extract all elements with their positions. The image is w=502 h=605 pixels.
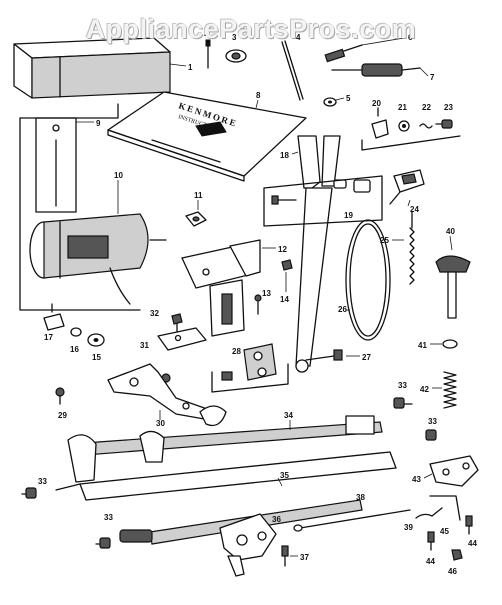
part-19-bolt-assembly[interactable] bbox=[263, 175, 383, 227]
callout-37: 37 bbox=[300, 553, 309, 562]
part-32-screw[interactable] bbox=[171, 313, 183, 333]
part-26-belt[interactable] bbox=[345, 219, 391, 341]
part-41-washer[interactable] bbox=[442, 339, 458, 349]
part-34-upper-shaft[interactable] bbox=[67, 415, 383, 483]
callout-5: 5 bbox=[346, 94, 351, 103]
part-18-lever[interactable] bbox=[295, 135, 341, 373]
callout-9: 9 bbox=[96, 119, 101, 128]
callout-32: 32 bbox=[150, 309, 159, 318]
callout-3: 3 bbox=[232, 33, 237, 42]
part-42-spring[interactable] bbox=[443, 371, 457, 409]
part-5-washer[interactable] bbox=[323, 97, 337, 107]
callout-23: 23 bbox=[444, 103, 453, 112]
part-17-clamp[interactable] bbox=[43, 303, 65, 331]
callout-38: 38 bbox=[356, 493, 365, 502]
callout-1: 1 bbox=[188, 63, 193, 72]
callout-20: 20 bbox=[372, 99, 381, 108]
part-8-instruction-manual[interactable]: KENMORE INSTRUCTIONS bbox=[107, 91, 307, 182]
part-21-washer[interactable] bbox=[398, 120, 410, 132]
callout-13: 13 bbox=[262, 289, 271, 298]
callout-2: 2 bbox=[204, 29, 209, 38]
part-29-screw[interactable] bbox=[55, 373, 171, 405]
callout-43: 43 bbox=[412, 475, 421, 484]
part-37-screw[interactable] bbox=[281, 545, 289, 567]
part-3-bobbin[interactable] bbox=[225, 49, 247, 63]
callout-17: 17 bbox=[44, 333, 53, 342]
part-4-rod[interactable] bbox=[281, 40, 304, 101]
callout-33b: 33 bbox=[428, 417, 437, 426]
callout-41: 41 bbox=[418, 341, 427, 350]
part-20-thread-guide[interactable] bbox=[371, 107, 389, 139]
callout-36: 36 bbox=[272, 515, 281, 524]
callout-28: 28 bbox=[232, 347, 241, 356]
callout-45: 45 bbox=[440, 527, 449, 536]
callout-19: 19 bbox=[344, 211, 353, 220]
part-25-spring[interactable] bbox=[409, 211, 415, 285]
part-36-hook-drive[interactable] bbox=[219, 513, 277, 577]
part-38-link-rod[interactable] bbox=[293, 509, 411, 532]
part-28-cam-block[interactable] bbox=[221, 343, 277, 381]
callout-44a: 44 bbox=[426, 557, 435, 566]
callout-30: 30 bbox=[156, 419, 165, 428]
callout-22: 22 bbox=[422, 103, 431, 112]
part-needle-bar-bracket[interactable] bbox=[209, 279, 245, 337]
callout-42: 42 bbox=[420, 385, 429, 394]
part-12-motor-bracket[interactable] bbox=[181, 239, 261, 289]
part-9-instruction-card[interactable] bbox=[35, 117, 77, 213]
callout-46: 46 bbox=[448, 567, 457, 576]
part-43-lever-plate[interactable] bbox=[429, 455, 479, 487]
part-16-washer[interactable] bbox=[70, 327, 82, 337]
callout-14: 14 bbox=[280, 295, 289, 304]
callout-35: 35 bbox=[280, 471, 289, 480]
part-44-screw[interactable] bbox=[427, 515, 473, 551]
callout-21: 21 bbox=[398, 103, 407, 112]
callout-31: 31 bbox=[140, 341, 149, 350]
callout-6: 6 bbox=[408, 33, 413, 42]
part-45-lever[interactable] bbox=[429, 495, 461, 521]
callout-26: 26 bbox=[338, 305, 347, 314]
callout-39: 39 bbox=[404, 523, 413, 532]
callout-10: 10 bbox=[114, 171, 123, 180]
part-27-bolt[interactable] bbox=[305, 349, 343, 361]
callout-4: 4 bbox=[296, 33, 301, 42]
callout-18: 18 bbox=[280, 151, 289, 160]
callout-11: 11 bbox=[194, 191, 203, 200]
callout-7: 7 bbox=[430, 73, 435, 82]
part-46-nut[interactable] bbox=[451, 549, 463, 561]
callout-33c: 33 bbox=[38, 477, 47, 486]
callout-33a: 33 bbox=[398, 381, 407, 390]
part-24-tension-release[interactable] bbox=[389, 169, 425, 205]
part-7-screwdriver[interactable] bbox=[331, 63, 421, 77]
part-1-carton[interactable] bbox=[13, 37, 171, 99]
callout-16: 16 bbox=[70, 345, 79, 354]
part-lower-frame-bar[interactable] bbox=[55, 451, 397, 501]
callout-33d: 33 bbox=[104, 513, 113, 522]
callout-8: 8 bbox=[256, 91, 261, 100]
part-31-bracket-plate[interactable] bbox=[157, 327, 207, 351]
callout-40: 40 bbox=[446, 227, 455, 236]
part-6-small-screwdriver[interactable] bbox=[324, 44, 363, 63]
callout-27: 27 bbox=[362, 353, 371, 362]
part-13-screw[interactable] bbox=[254, 294, 262, 315]
part-10-motor[interactable] bbox=[29, 213, 167, 305]
part-14-screw[interactable] bbox=[281, 259, 293, 271]
callout-12: 12 bbox=[278, 245, 287, 254]
part-33-screws[interactable] bbox=[21, 397, 437, 549]
callout-24: 24 bbox=[410, 205, 419, 214]
callout-44b: 44 bbox=[468, 539, 477, 548]
callout-15: 15 bbox=[92, 353, 101, 362]
callout-34: 34 bbox=[284, 411, 293, 420]
part-30-drive-arm[interactable] bbox=[107, 363, 227, 427]
part-22-spring[interactable] bbox=[419, 123, 433, 129]
part-40-knob[interactable] bbox=[435, 255, 471, 319]
part-2-needle[interactable] bbox=[205, 39, 211, 69]
callout-29: 29 bbox=[58, 411, 67, 420]
part-39-wire-link[interactable] bbox=[415, 507, 443, 519]
part-23-screw[interactable] bbox=[435, 119, 453, 129]
part-11-nut[interactable] bbox=[185, 211, 207, 227]
part-15-washer[interactable] bbox=[87, 333, 105, 347]
